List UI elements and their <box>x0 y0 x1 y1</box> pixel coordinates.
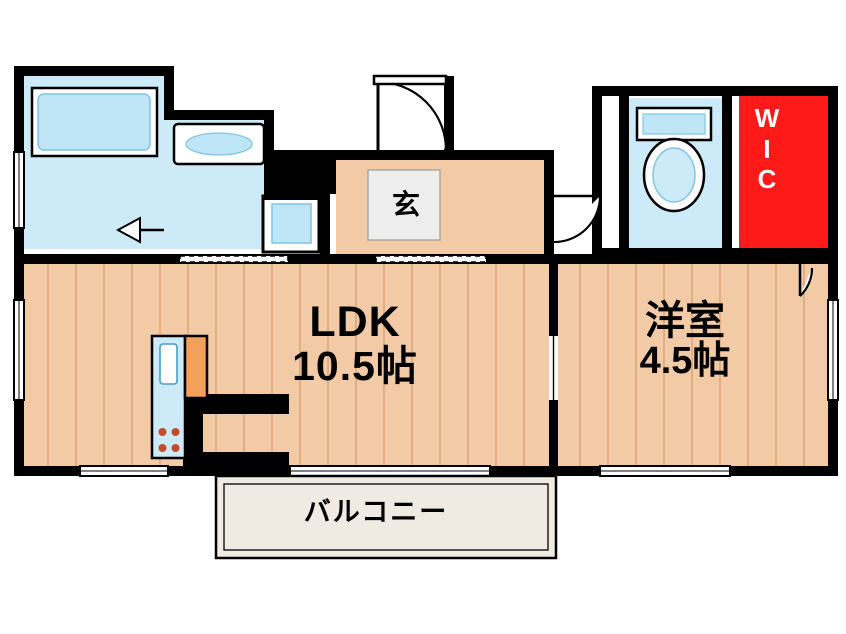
stove-burner <box>158 444 167 452</box>
wic-char-c: C <box>757 164 777 195</box>
bedroom-name: 洋室 <box>645 299 725 343</box>
wic-char-i: I <box>763 133 771 164</box>
stove-burner <box>158 428 167 436</box>
kitchen-fixtures <box>150 334 209 460</box>
room-label-ldk: LDK 10.5帖 <box>272 298 438 390</box>
sink-basin <box>185 132 253 156</box>
room-label-wic: W I C <box>748 103 786 195</box>
toilet-area <box>627 98 722 253</box>
walk-in-closet <box>739 92 832 253</box>
bathroom-area <box>22 74 321 254</box>
bathtub <box>37 93 151 151</box>
kitchen-sink <box>159 343 178 385</box>
genkan-tile <box>367 169 441 241</box>
doors <box>115 74 814 297</box>
room-label-bedroom: 洋室 4.5帖 <box>612 300 758 382</box>
room-label-balcony: バルコニー <box>303 497 449 527</box>
stove-burner <box>171 428 180 436</box>
balcony-area <box>214 474 558 560</box>
bedroom-size: 4.5帖 <box>639 340 731 382</box>
kitchen-cabinet <box>183 334 209 400</box>
ldk-size: 10.5帖 <box>292 343 418 390</box>
windows <box>13 151 839 477</box>
entry-hall-flooring <box>336 155 552 255</box>
ldk-name: LDK <box>309 298 401 346</box>
wic-char-w: W <box>754 103 780 133</box>
stove-burner <box>171 444 180 452</box>
room-label-genkan: 玄 <box>391 189 420 220</box>
